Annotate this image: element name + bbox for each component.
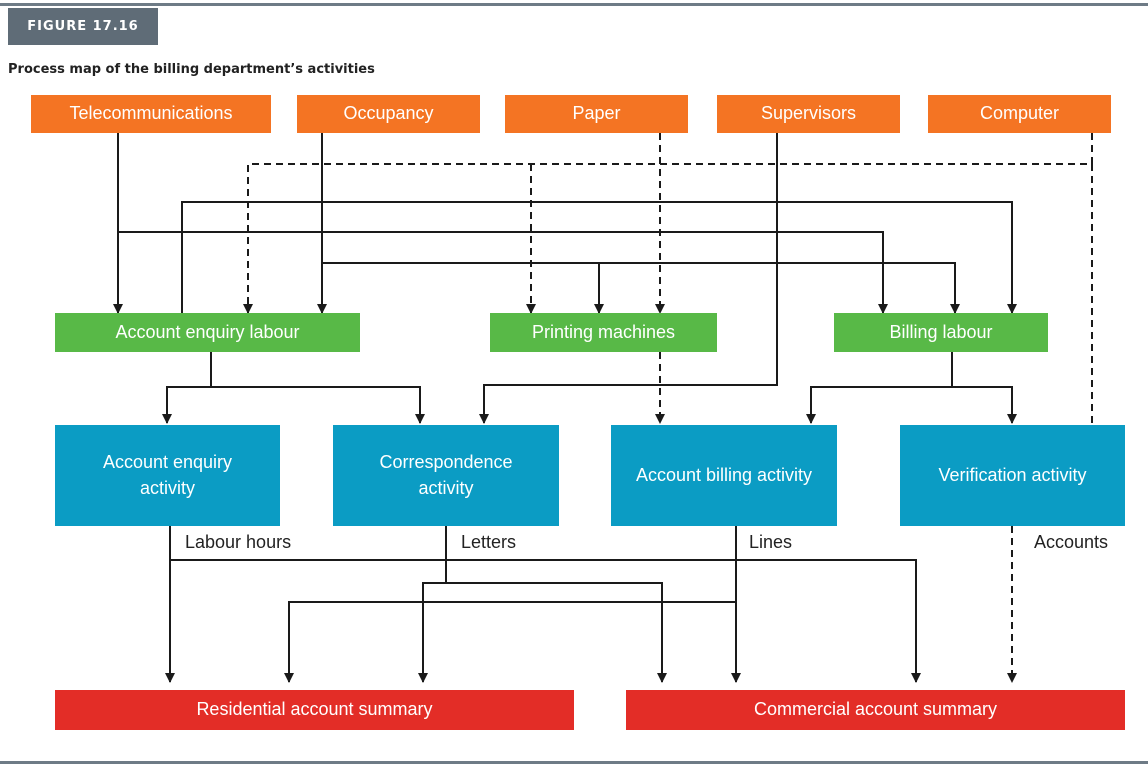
driver-labour-hours: Labour hours	[185, 532, 292, 552]
centre-account-enquiry-labour: Account enquiry labour	[55, 313, 360, 352]
figure-caption: Process map of the billing department’s …	[8, 62, 375, 77]
activity-correspondence: Correspondence activity	[333, 425, 559, 526]
centre-printing-machines: Printing machines	[490, 313, 717, 352]
resource-occupancy: Occupancy	[297, 95, 480, 133]
line-occupancy-to-billing-labour	[322, 262, 960, 314]
line-labour-hours-to-commercial	[170, 559, 921, 683]
driver-lines: Lines	[749, 532, 793, 552]
cost-object-residential: Residential account summary	[55, 690, 574, 730]
line-enquiry-labour-to-correspondence	[211, 386, 425, 424]
figure-label: FIGURE 17.16	[8, 8, 158, 45]
centre-billing-labour: Billing labour	[834, 313, 1048, 352]
top-rule	[0, 3, 1148, 6]
resource-telecommunications: Telecommunications	[31, 95, 271, 133]
activity-account-enquiry: Account enquiry activity	[55, 425, 280, 526]
line-letters-to-residential	[418, 526, 447, 683]
line-supervisors-to-correspondence	[479, 133, 778, 424]
line-lines-to-residential	[284, 601, 736, 683]
resource-paper: Paper	[505, 95, 688, 133]
line-supervisors-to-labour	[181, 201, 1017, 314]
driver-accounts: Accounts	[1034, 532, 1109, 552]
resource-supervisors: Supervisors	[717, 95, 900, 133]
activity-verification: Verification activity	[900, 425, 1125, 526]
line-telecom-to-billing-labour	[118, 231, 888, 314]
driver-letters: Letters	[461, 532, 517, 552]
bottom-rule	[0, 761, 1148, 764]
line-computer-to-enquiry-labour	[243, 133, 1093, 314]
line-billing-labour-to-billing-activity	[806, 352, 953, 424]
resource-computer: Computer	[928, 95, 1111, 133]
line-billing-labour-to-verification	[952, 386, 1017, 424]
activity-account-billing: Account billing activity	[611, 425, 837, 526]
line-letters-to-commercial	[446, 582, 667, 683]
cost-object-commercial: Commercial account summary	[626, 690, 1125, 730]
line-enquiry-labour-to-enquiry-activity	[162, 352, 212, 424]
